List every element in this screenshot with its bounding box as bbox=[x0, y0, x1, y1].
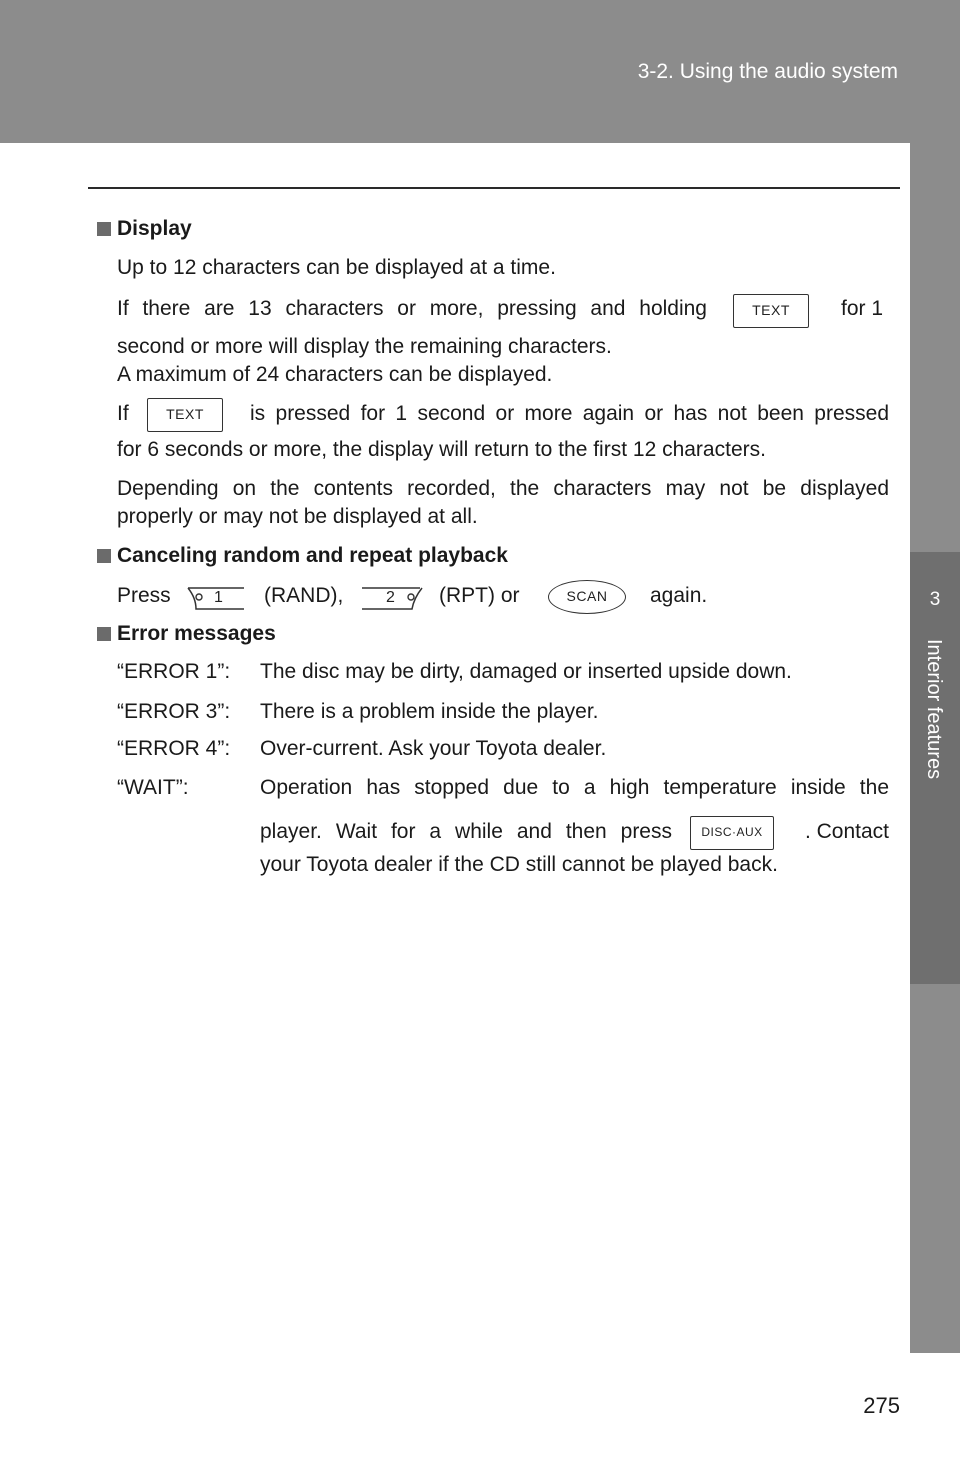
preset-2-label: 2 bbox=[386, 589, 396, 606]
chapter-tab-highlight bbox=[910, 552, 960, 984]
error-3-code: “ERROR 3”: bbox=[117, 700, 231, 723]
display-text-line2b: for 1 bbox=[841, 297, 884, 320]
wait-text-line1: Operation has stopped due to a high temp… bbox=[260, 776, 889, 799]
wait-text-line3: your Toyota dealer if the CD still canno… bbox=[260, 853, 778, 876]
header-rule bbox=[88, 187, 900, 189]
bullet-display-icon bbox=[97, 222, 111, 236]
display-text-line5b: is pressed for 1 second or more again or… bbox=[250, 402, 889, 425]
chapter-title: Interior features bbox=[923, 639, 945, 780]
display-text-line1: Up to 12 characters can be displayed at … bbox=[117, 256, 556, 279]
disc-aux-key-button: DISC·AUX bbox=[690, 816, 774, 850]
display-text-line6: for 6 seconds or more, the display will … bbox=[117, 438, 766, 461]
canceling-rpt-text: (RPT) or bbox=[439, 584, 520, 607]
canceling-heading: Canceling random and repeat playback bbox=[117, 544, 508, 567]
error-4-text: Over-current. Ask your Toyota dealer. bbox=[260, 737, 607, 760]
errors-heading: Error messages bbox=[117, 622, 276, 645]
bullet-errors-icon bbox=[97, 627, 111, 641]
chapter-number: 3 bbox=[929, 589, 941, 610]
wait-text-line2b: . Contact bbox=[804, 820, 889, 843]
display-text-line3: second or more will display the remainin… bbox=[117, 335, 612, 358]
text-key-button: TEXT bbox=[733, 294, 809, 328]
canceling-again-text: again. bbox=[650, 584, 708, 607]
wait-text-line2a: player. Wait for a while and then press bbox=[260, 820, 672, 843]
preset-1-label: 1 bbox=[214, 589, 224, 606]
error-3-text: There is a problem inside the player. bbox=[260, 700, 599, 723]
display-text-line4: A maximum of 24 characters can be displa… bbox=[117, 363, 553, 386]
section-breadcrumb: 3-2. Using the audio system bbox=[637, 60, 898, 83]
display-text-line5a: If bbox=[117, 402, 129, 425]
display-heading: Display bbox=[117, 217, 192, 240]
error-1-code: “ERROR 1”: bbox=[117, 660, 231, 683]
display-text-line8: properly or may not be displayed at all. bbox=[117, 505, 478, 528]
page-number: 275 bbox=[863, 1393, 900, 1418]
text-key-button-2: TEXT bbox=[147, 398, 223, 432]
display-text-line2a: If there are 13 characters or more, pres… bbox=[117, 297, 707, 320]
wait-code: “WAIT”: bbox=[117, 776, 189, 799]
page-header: 3-2. Using the audio system bbox=[0, 0, 960, 143]
canceling-press-text: Press bbox=[117, 584, 171, 607]
error-4-code: “ERROR 4”: bbox=[117, 737, 231, 760]
chapter-side-tab: 3 Interior features bbox=[910, 143, 960, 1353]
preset-2-key: 2 bbox=[362, 582, 424, 610]
bullet-canceling-icon bbox=[97, 549, 111, 563]
preset-1-key: 1 bbox=[186, 582, 246, 610]
canceling-rand-text: (RAND), bbox=[264, 584, 344, 607]
error-1-text: The disc may be dirty, damaged or insert… bbox=[260, 660, 792, 683]
scan-key-button: SCAN bbox=[548, 580, 626, 614]
display-text-line7: Depending on the contents recorded, the … bbox=[117, 477, 889, 500]
